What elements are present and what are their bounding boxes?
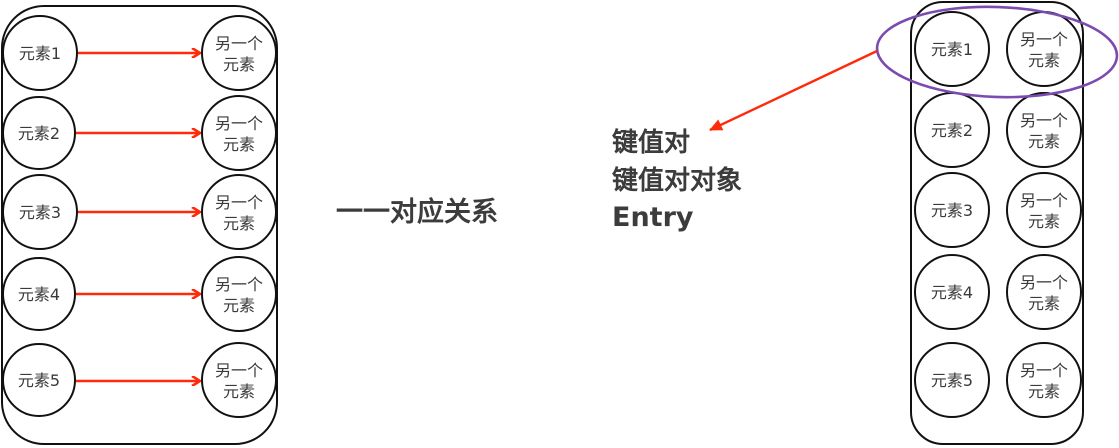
value-node-label-line1: 另一个 — [215, 114, 263, 133]
right-row-3: 元素3 另一个 元素 — [914, 172, 1082, 248]
key-node-3 — [2, 174, 78, 250]
entry-highlight-ellipse — [875, 5, 1119, 99]
key-node-label: 元素3 — [19, 203, 61, 222]
key-node-label: 元素5 — [931, 371, 973, 390]
key-node-3 — [914, 172, 990, 248]
value-node-label-line2: 元素 — [1028, 132, 1060, 151]
key-node-label: 元素2 — [18, 124, 60, 143]
key-node-label: 元素4 — [18, 285, 60, 304]
key-node-4 — [914, 254, 990, 330]
key-node-label: 元素5 — [18, 371, 60, 390]
right-row-1: 元素1 另一个 元素 — [914, 11, 1082, 87]
value-node-label-line2: 元素 — [1028, 212, 1060, 231]
value-node-label-line2: 元素 — [1028, 51, 1060, 70]
right-row-4: 元素4 另一个 元素 — [914, 254, 1082, 330]
value-node-label-line1: 另一个 — [1020, 111, 1068, 130]
entry-label: Entry — [612, 202, 694, 233]
entry-annotation: 键值对 键值对对象 Entry — [612, 124, 742, 236]
right-row-5: 元素5 另一个 元素 — [914, 342, 1082, 418]
annotation-pointer-arrow — [709, 49, 878, 132]
key-node-5 — [914, 342, 990, 418]
value-node-1 — [1006, 11, 1082, 87]
value-node-label-line2: 元素 — [223, 296, 255, 315]
key-node-5 — [2, 343, 76, 417]
key-node-label: 元素3 — [931, 201, 973, 220]
left-row-4: 元素4 另一个 元素 — [2, 256, 277, 332]
value-node-label-line2: 元素 — [223, 214, 255, 233]
value-node-label-line2: 元素 — [223, 382, 255, 401]
value-node-5 — [201, 342, 277, 418]
value-node-2 — [1006, 92, 1082, 168]
key-value-pair-label: 键值对 — [612, 128, 691, 158]
value-node-3 — [201, 174, 277, 250]
right-row-2: 元素2 另一个 元素 — [914, 92, 1082, 168]
right-map-container: 元素1 另一个 元素 元素2 另一个 元素 元素3 另一个 元素 元素4 另一个… — [875, 1, 1119, 445]
value-node-label-line1: 另一个 — [1020, 361, 1068, 380]
key-node-label: 元素1 — [931, 40, 973, 59]
key-value-pair-object-label: 键值对对象 — [612, 166, 743, 196]
value-node-2 — [201, 95, 277, 171]
value-node-label-line2: 元素 — [223, 135, 255, 154]
right-container-border — [910, 1, 1084, 445]
key-node-1 — [914, 11, 990, 87]
key-node-2 — [2, 96, 76, 170]
key-node-label: 元素1 — [19, 44, 61, 63]
value-node-label-line1: 另一个 — [215, 361, 263, 380]
value-node-3 — [1006, 172, 1082, 248]
left-map-container: 元素1 另一个 元素 元素2 另一个 元素 元素3 另一个 元素 元素 — [1, 5, 278, 445]
left-row-3: 元素3 另一个 元素 — [2, 174, 277, 250]
key-node-1 — [2, 15, 78, 91]
key-node-4 — [2, 257, 76, 331]
value-node-label-line1: 另一个 — [1020, 273, 1068, 292]
value-node-label-line1: 另一个 — [215, 34, 263, 53]
value-node-1 — [201, 15, 277, 91]
value-node-label-line1: 另一个 — [215, 193, 263, 212]
value-node-label-line2: 元素 — [223, 55, 255, 74]
value-node-5 — [1006, 342, 1082, 418]
value-node-4 — [1006, 254, 1082, 330]
one-to-one-mapping-label: 一一对应关系 — [336, 197, 498, 228]
value-node-label-line2: 元素 — [1028, 382, 1060, 401]
value-node-label-line2: 元素 — [1028, 294, 1060, 313]
value-node-label-line1: 另一个 — [215, 275, 263, 294]
value-node-4 — [201, 256, 277, 332]
value-node-label-line1: 另一个 — [1020, 30, 1068, 49]
key-node-label: 元素2 — [931, 121, 973, 140]
left-row-1: 元素1 另一个 元素 — [2, 15, 277, 91]
left-row-2: 元素2 另一个 元素 — [2, 95, 277, 171]
left-row-5: 元素5 另一个 元素 — [2, 342, 277, 418]
value-node-label-line1: 另一个 — [1020, 191, 1068, 210]
left-container-border — [1, 5, 278, 445]
key-node-label: 元素4 — [931, 283, 973, 302]
